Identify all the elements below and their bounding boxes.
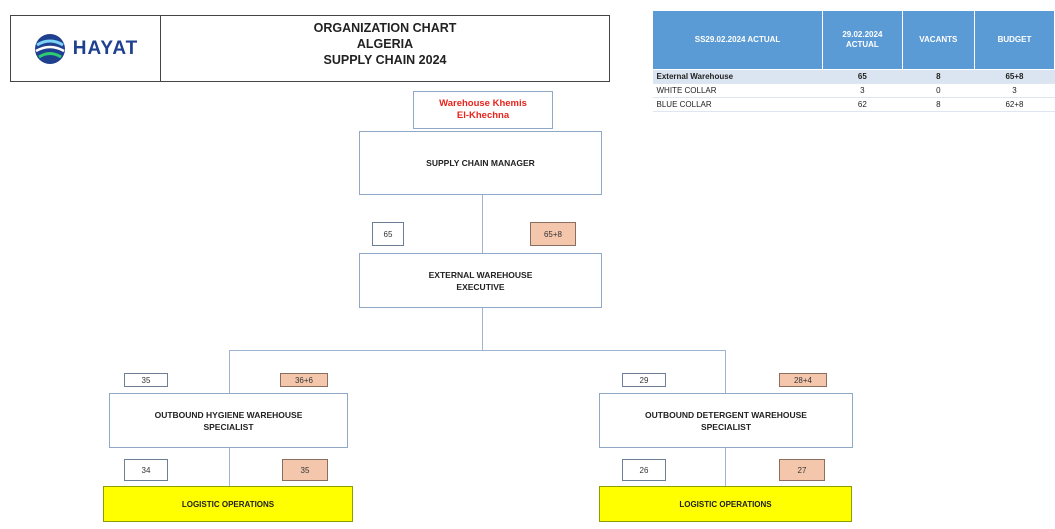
actual-cell: 62 (822, 97, 903, 112)
connector-line (482, 195, 483, 253)
company-logo: HAYAT (11, 16, 161, 81)
external-warehouse-executive-node: EXTERNAL WAREHOUSE EXECUTIVE (359, 253, 602, 308)
node-title-line-1: OUTBOUND HYGIENE WAREHOUSE (154, 409, 303, 420)
title-line-3: SUPPLY CHAIN 2024 (323, 53, 447, 67)
logo-text: HAYAT (72, 37, 139, 59)
column-header: BUDGET (973, 10, 1055, 70)
chart-title: ORGANIZATION CHART ALGERIA SUPPLY CHAIN … (161, 20, 609, 68)
connector-line (725, 448, 726, 486)
logistic-operations-node: LOGISTIC OPERATIONS (599, 486, 852, 522)
vacants-cell: 8 (902, 97, 975, 112)
column-header: 29.02.2024 ACTUAL (822, 10, 903, 70)
actual-count-box: 29 (622, 373, 666, 387)
table-row: WHITE COLLAR 3 0 3 (652, 83, 1055, 98)
warehouse-label-line-2: El-Khechna (456, 110, 510, 121)
supply-chain-manager-node: SUPPLY CHAIN MANAGER (359, 131, 602, 195)
node-title-line-1: EXTERNAL WAREHOUSE (428, 269, 533, 280)
budget-cell: 65+8 (974, 69, 1055, 84)
connector-line (229, 350, 726, 351)
globe-icon (34, 33, 65, 64)
node-title-line-1: OUTBOUND DETERGENT WAREHOUSE (645, 409, 807, 420)
vacants-cell: 8 (902, 69, 975, 84)
node-title-line-2: SPECIALIST (700, 421, 752, 432)
table-row: External Warehouse 65 8 65+8 (652, 69, 1055, 84)
actual-count-box: 26 (622, 459, 666, 481)
column-header: SS29.02.2024 ACTUAL (651, 10, 824, 70)
table-row: BLUE COLLAR 62 8 62+8 (652, 97, 1055, 112)
vacants-cell: 0 (902, 83, 975, 98)
connector-line (229, 448, 230, 486)
budget-count-box: 36+6 (280, 373, 328, 387)
row-label: WHITE COLLAR (652, 83, 823, 98)
warehouse-label-line-1: Warehouse Khemis (439, 98, 527, 109)
budget-count-box: 27 (779, 459, 825, 481)
node-title: SUPPLY CHAIN MANAGER (426, 158, 535, 168)
connector-line (725, 350, 726, 393)
budget-count-box: 65+8 (530, 222, 576, 246)
headcount-table: SS29.02.2024 ACTUAL 29.02.2024 ACTUAL VA… (651, 10, 1055, 112)
actual-count-box: 65 (372, 222, 404, 246)
hygiene-warehouse-specialist-node: OUTBOUND HYGIENE WAREHOUSE SPECIALIST (109, 393, 348, 448)
actual-count-box: 34 (124, 459, 168, 481)
connector-line (482, 308, 483, 350)
node-title-line-2: EXECUTIVE (456, 281, 505, 292)
warehouse-location-label: Warehouse Khemis El-Khechna (413, 91, 553, 129)
budget-cell: 3 (974, 83, 1055, 98)
budget-count-box: 28+4 (779, 373, 827, 387)
title-line-1: ORGANIZATION CHART (313, 21, 457, 35)
actual-cell: 65 (822, 69, 903, 84)
table-header-row: SS29.02.2024 ACTUAL 29.02.2024 ACTUAL VA… (651, 10, 1055, 70)
row-label: External Warehouse (652, 69, 823, 84)
budget-count-box: 35 (282, 459, 328, 481)
column-header: VACANTS (901, 10, 975, 70)
row-label: BLUE COLLAR (652, 97, 823, 112)
connector-line (229, 350, 230, 393)
node-title-line-2: SPECIALIST (203, 421, 254, 432)
chart-header: HAYAT ORGANIZATION CHART ALGERIA SUPPLY … (10, 15, 610, 82)
detergent-warehouse-specialist-node: OUTBOUND DETERGENT WAREHOUSE SPECIALIST (599, 393, 853, 448)
actual-cell: 3 (822, 83, 903, 98)
budget-cell: 62+8 (974, 97, 1055, 112)
actual-count-box: 35 (124, 373, 168, 387)
logistic-operations-node: LOGISTIC OPERATIONS (103, 486, 353, 522)
title-line-2: ALGERIA (356, 37, 414, 51)
